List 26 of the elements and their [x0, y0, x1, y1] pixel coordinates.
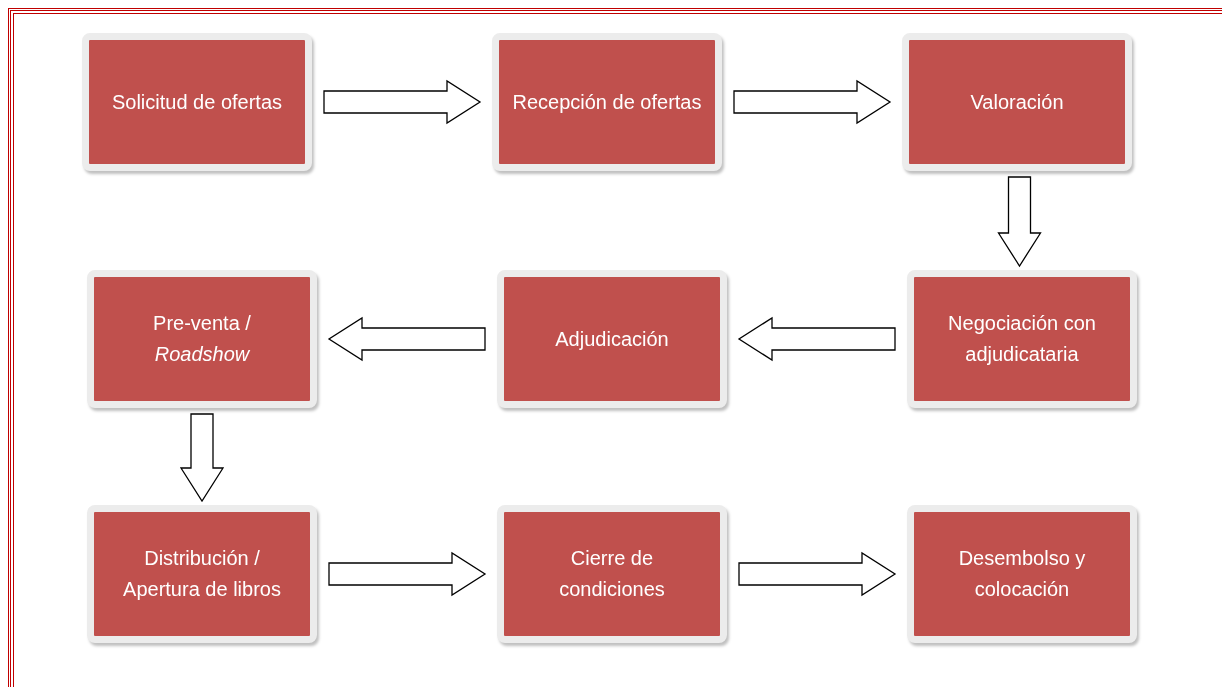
process-box	[497, 270, 727, 408]
block-arrow	[737, 316, 896, 362]
box-label: Recepción de ofertas	[512, 89, 702, 115]
process-box	[87, 270, 317, 408]
process-box	[907, 505, 1137, 643]
box-label: Adjudicación	[555, 326, 669, 352]
process-box	[82, 33, 312, 171]
process-box	[497, 505, 727, 643]
box-label: Distribución / Apertura de libros	[122, 546, 282, 602]
process-box	[902, 33, 1132, 171]
box-label: Valoración	[970, 89, 1064, 115]
box-label: Pre-venta / Roadshow	[152, 311, 252, 367]
box-label: Desembolso y colocación	[957, 546, 1087, 602]
process-box	[492, 33, 722, 171]
box-label: Solicitud de ofertas	[111, 89, 283, 115]
block-arrow	[328, 551, 487, 597]
block-arrow	[738, 551, 897, 597]
block-arrow	[997, 176, 1042, 268]
process-box	[907, 270, 1137, 408]
block-arrow	[323, 79, 482, 125]
block-arrow	[179, 413, 225, 503]
box-label: Cierre de condiciones	[558, 546, 666, 602]
block-arrow	[327, 316, 486, 362]
process-box	[87, 505, 317, 643]
box-label: Negociación con adjudicataria	[947, 311, 1097, 367]
block-arrow	[733, 79, 892, 125]
